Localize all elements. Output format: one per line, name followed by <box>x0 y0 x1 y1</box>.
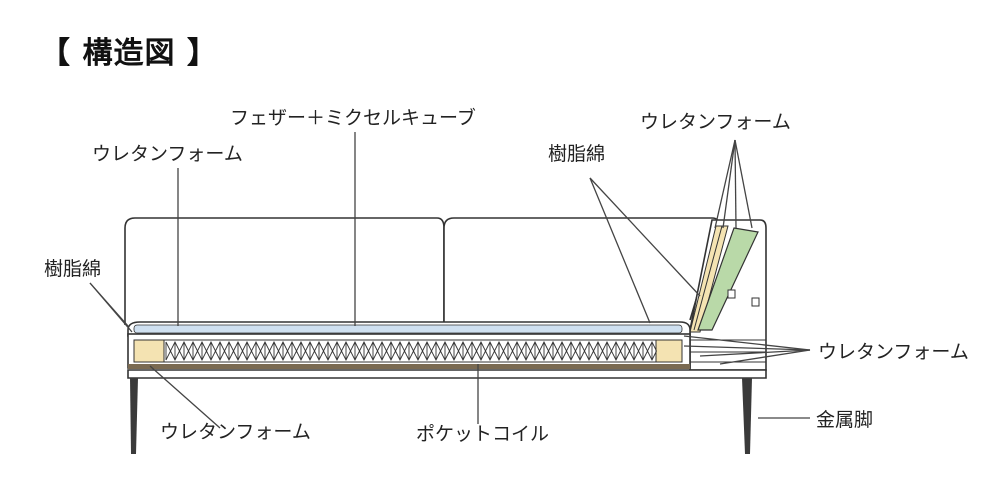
metal-leg-left <box>130 378 138 454</box>
armrest-urethane-layer <box>689 225 729 333</box>
seat-urethane-left <box>133 339 165 363</box>
label-urethane-top-right: ウレタンフォーム <box>640 111 791 133</box>
armrest-small-block-2 <box>751 297 760 307</box>
coil-zigzag-bottom <box>165 349 657 362</box>
label-urethane-top-left: ウレタンフォーム <box>92 143 243 165</box>
label-pocket-coil: ポケットコイル <box>416 423 549 445</box>
label-feather-cube: フェザー＋ミクセルキューブ <box>230 106 476 129</box>
label-urethane-right: ウレタンフォーム <box>818 341 969 363</box>
armrest-green-foam <box>697 227 759 331</box>
armrest-base-lines <box>690 339 766 363</box>
pocket-coil-springs <box>165 340 657 362</box>
armrest-inner-line <box>693 225 723 331</box>
label-resin-cotton-right: 樹脂綿 <box>548 143 605 165</box>
page-title: 【 構造図 】 <box>40 36 218 71</box>
seat-base-strip <box>128 364 690 369</box>
coil-zigzag-top <box>165 340 657 353</box>
armrest-small-block-1 <box>727 289 736 299</box>
label-resin-cotton-left: 樹脂綿 <box>44 258 101 280</box>
metal-leg-right <box>742 378 752 454</box>
back-cushion-left <box>124 217 445 325</box>
label-urethane-bottom: ウレタンフォーム <box>160 421 311 443</box>
leader-lines <box>89 132 811 429</box>
feather-cube-layer <box>133 324 683 334</box>
seat-urethane-right <box>655 339 683 363</box>
label-metal-leg: 金属脚 <box>816 409 873 431</box>
sofa-frame <box>127 369 767 379</box>
back-cushion-right <box>443 217 720 322</box>
